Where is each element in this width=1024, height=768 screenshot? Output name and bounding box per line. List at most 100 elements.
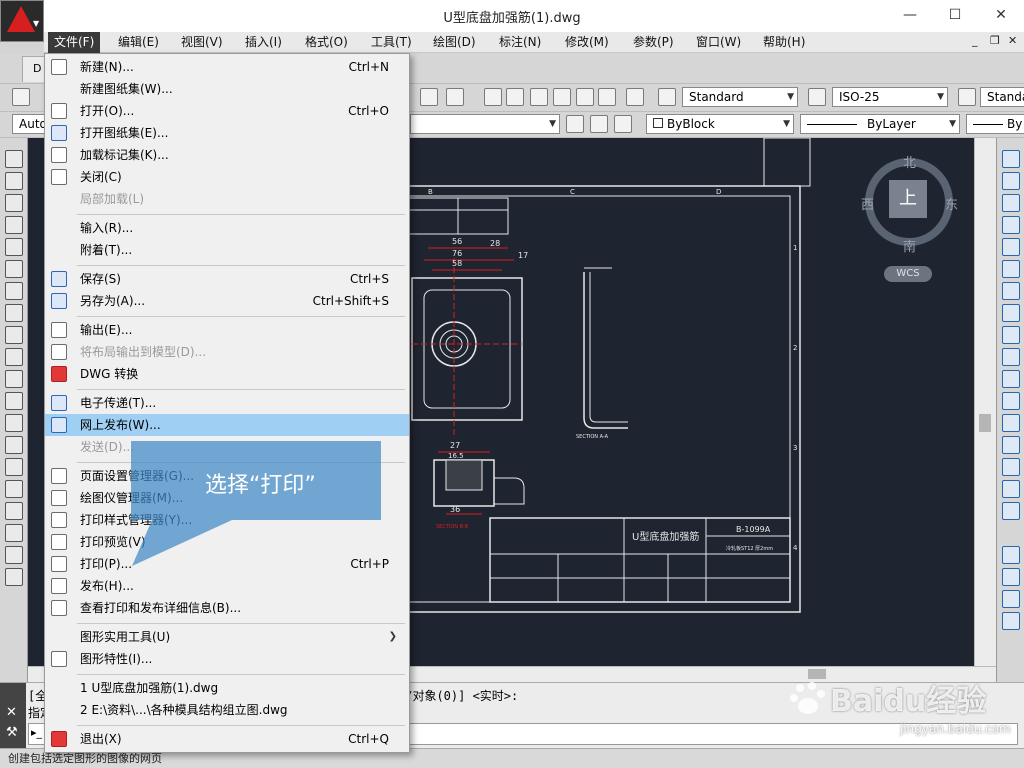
text-style-icon[interactable] xyxy=(658,88,676,106)
viewcube[interactable]: 上 北 南 东 西 xyxy=(855,150,965,255)
menu-plot[interactable]: 打印(P)...Ctrl+P xyxy=(45,553,409,575)
vertical-scrollbar[interactable] xyxy=(974,138,996,666)
layer-isolate-icon[interactable] xyxy=(614,115,632,133)
markup-icon[interactable] xyxy=(576,88,594,106)
layer-state-icon[interactable] xyxy=(566,115,584,133)
rectangle-icon[interactable] xyxy=(5,238,23,256)
doc-close-button[interactable]: ✕ xyxy=(1008,34,1018,47)
polygon-icon[interactable] xyxy=(5,216,23,234)
workspace-select[interactable]: Autoc xyxy=(12,114,53,134)
ellipse-icon[interactable] xyxy=(5,348,23,366)
menu-save[interactable]: 保存(S)Ctrl+S xyxy=(45,268,409,290)
menu-drawing-properties[interactable]: 图形特性(I)... xyxy=(45,648,409,670)
menu-attach[interactable]: 附着(T)... xyxy=(80,243,133,257)
compass-north[interactable]: 北 xyxy=(903,156,917,171)
blend-icon[interactable] xyxy=(1002,480,1020,498)
mirror-icon[interactable] xyxy=(1002,194,1020,212)
command-line-handle[interactable]: ✕ ⚒ xyxy=(0,683,26,749)
menu-new[interactable]: 新建(N)...Ctrl+N xyxy=(45,56,409,78)
menu-dimension[interactable]: 标注(N) xyxy=(499,35,542,49)
menu-close[interactable]: 关闭(C) xyxy=(45,166,409,188)
explode-icon[interactable] xyxy=(1002,502,1020,520)
menu-dwg-convert[interactable]: DWG 转换 xyxy=(45,363,409,385)
menu-plot-preview[interactable]: 打印预览(V) xyxy=(45,531,409,553)
close-icon[interactable]: ✕ xyxy=(6,705,17,720)
close-button[interactable]: ✕ xyxy=(995,7,1007,23)
scroll-thumb[interactable] xyxy=(979,414,991,432)
minimize-button[interactable]: — xyxy=(903,7,917,23)
make-block-icon[interactable] xyxy=(5,414,23,432)
menu-insert[interactable]: 插入(I) xyxy=(245,35,282,49)
table-icon[interactable] xyxy=(5,524,23,542)
menu-draw[interactable]: 绘图(D) xyxy=(433,35,476,49)
dim-style-select[interactable]: ISO-25 ▼ xyxy=(832,87,948,107)
construction-line-icon[interactable] xyxy=(5,172,23,190)
menu-file[interactable]: 文件(F) xyxy=(48,32,101,53)
menu-recent-file-2[interactable]: 2 E:\资料\...\各种模具结构组立图.dwg xyxy=(80,703,288,717)
sheet-set-icon[interactable] xyxy=(553,88,571,106)
menu-window[interactable]: 窗口(W) xyxy=(696,35,742,49)
chamfer-icon[interactable] xyxy=(1002,436,1020,454)
line-icon[interactable] xyxy=(5,150,23,168)
doc-minimize-button[interactable]: _ xyxy=(972,34,978,47)
trim-icon[interactable] xyxy=(1002,348,1020,366)
menu-help[interactable]: 帮助(H) xyxy=(763,35,806,49)
copy-icon[interactable] xyxy=(1002,172,1020,190)
help-icon[interactable] xyxy=(626,88,644,106)
stretch-icon[interactable] xyxy=(1002,326,1020,344)
table-style-icon[interactable] xyxy=(958,88,976,106)
ellipse-arc-icon[interactable] xyxy=(5,370,23,388)
gradient-icon[interactable] xyxy=(5,480,23,498)
rotate-icon[interactable] xyxy=(1002,282,1020,300)
menu-view[interactable]: 视图(V) xyxy=(181,35,223,49)
wcs-menu[interactable]: WCS xyxy=(884,266,932,282)
add-selected-icon[interactable] xyxy=(5,568,23,586)
menu-open[interactable]: 打开(O)...Ctrl+O xyxy=(45,100,409,122)
insert-block-icon[interactable] xyxy=(5,392,23,410)
dims-front-icon[interactable] xyxy=(1002,612,1020,630)
menu-publish-web[interactable]: 网上发布(W)... xyxy=(45,414,409,436)
design-center-icon[interactable] xyxy=(506,88,524,106)
application-menu-button[interactable]: ▼ xyxy=(0,0,44,42)
menu-parametric[interactable]: 参数(P) xyxy=(633,35,674,49)
fillet-icon[interactable] xyxy=(1002,458,1020,476)
maximize-button[interactable]: ☐ xyxy=(948,7,962,23)
linetype-select[interactable]: ByLayer ▼ xyxy=(800,114,960,134)
extend-icon[interactable] xyxy=(1002,370,1020,388)
revision-cloud-icon[interactable] xyxy=(5,304,23,322)
scale-icon[interactable] xyxy=(1002,304,1020,322)
point-icon[interactable] xyxy=(5,436,23,454)
erase-icon[interactable] xyxy=(1002,150,1020,168)
compass-ring[interactable] xyxy=(865,158,953,246)
color-select[interactable]: ByBlock ▼ xyxy=(646,114,794,134)
properties-icon[interactable] xyxy=(484,88,502,106)
compass-south[interactable]: 南 xyxy=(903,240,917,255)
multiline-text-icon[interactable] xyxy=(5,546,23,564)
arc-icon[interactable] xyxy=(5,260,23,278)
wrench-icon[interactable]: ⚒ xyxy=(6,725,18,740)
calculator-icon[interactable] xyxy=(598,88,616,106)
dim-style-icon[interactable] xyxy=(808,88,826,106)
menu-plot-details[interactable]: 查看打印和发布详细信息(B)... xyxy=(45,597,409,619)
offset-icon[interactable] xyxy=(1002,216,1020,234)
menu-load-markup[interactable]: 加载标记集(K)... xyxy=(45,144,409,166)
text-style-select[interactable]: Standard ▼ xyxy=(682,87,798,107)
spline-icon[interactable] xyxy=(5,326,23,344)
draworder-icon[interactable] xyxy=(1002,546,1020,564)
pan-icon[interactable] xyxy=(420,88,438,106)
menu-recent-file-1[interactable]: 1 U型底盘加强筋(1).dwg xyxy=(80,681,219,695)
menu-publish[interactable]: 发布(H)... xyxy=(45,575,409,597)
menu-save-as[interactable]: 另存为(A)...Ctrl+Shift+S xyxy=(45,290,409,312)
move-icon[interactable] xyxy=(1002,260,1020,278)
menu-new-sheet-set[interactable]: 新建图纸集(W)... xyxy=(80,82,173,96)
lineweight-select[interactable]: By xyxy=(966,114,1024,134)
layer-previous-icon[interactable] xyxy=(590,115,608,133)
compass-west[interactable]: 西 xyxy=(861,198,875,213)
menu-edit[interactable]: 编辑(E) xyxy=(118,35,159,49)
draworder-back-icon[interactable] xyxy=(1002,568,1020,586)
menu-export[interactable]: 输出(E)... xyxy=(45,319,409,341)
polyline-icon[interactable] xyxy=(5,194,23,212)
menu-modify[interactable]: 修改(M) xyxy=(565,35,609,49)
region-icon[interactable] xyxy=(5,502,23,520)
tool-palettes-icon[interactable] xyxy=(530,88,548,106)
